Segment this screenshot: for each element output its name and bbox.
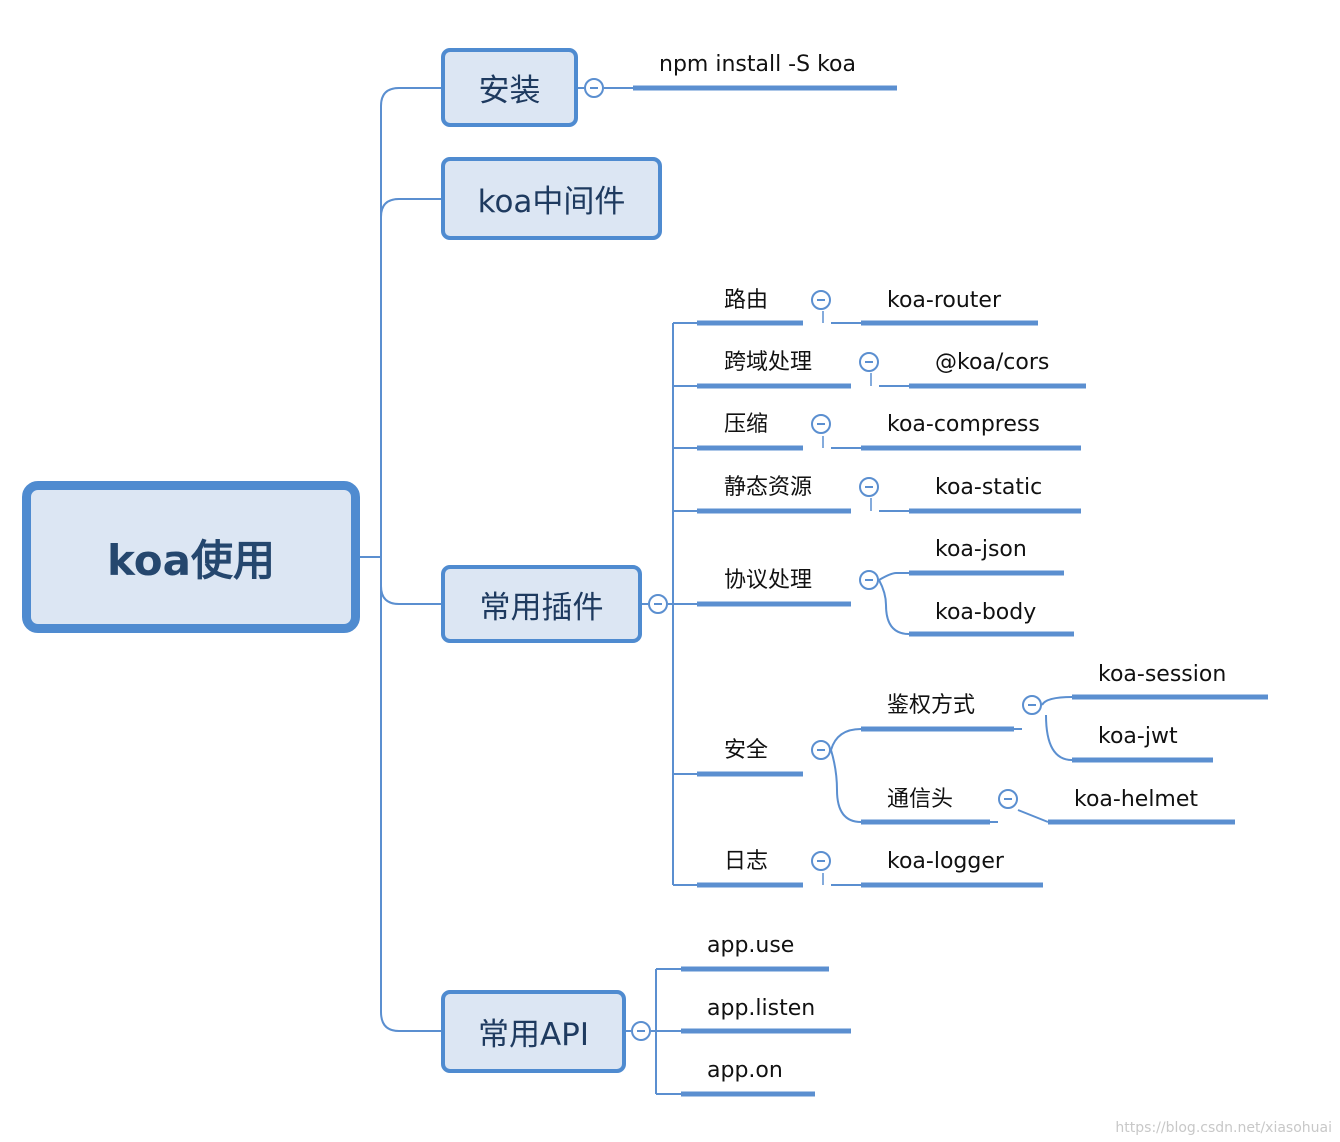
collapse-icon-auth[interactable] (1022, 695, 1042, 715)
topic-protocol: 协议处理 (724, 568, 813, 593)
connector (380, 87, 441, 107)
pkg-koa-body: koa-body (935, 600, 1037, 625)
node-install-label: 安装 (478, 73, 541, 109)
topic-static: 静态资源 (724, 475, 813, 500)
node-middleware[interactable]: koa中间件 (441, 157, 662, 240)
topic-routing: 路由 (724, 288, 769, 313)
api-app-on: app.on (707, 1058, 783, 1083)
collapse-icon-security[interactable] (811, 740, 831, 760)
node-api-label: 常用API (477, 1017, 590, 1053)
install-command: npm install -S koa (659, 52, 856, 77)
connector (380, 198, 441, 218)
node-plugins-label: 常用插件 (479, 589, 604, 626)
connector (878, 572, 909, 581)
collapse-icon-headers[interactable] (998, 789, 1018, 809)
collapse-icon-plugins[interactable] (648, 594, 668, 614)
connector (380, 1011, 441, 1032)
collapse-icon-routing[interactable] (811, 290, 831, 310)
pkg-koa-session: koa-session (1098, 662, 1227, 687)
pkg-koa-cors: @koa/cors (935, 350, 1050, 375)
connector (1045, 714, 1073, 761)
node-install[interactable]: 安装 (441, 48, 578, 127)
collapse-icon-logging[interactable] (811, 851, 831, 871)
topic-compress: 压缩 (724, 412, 769, 437)
pkg-koa-static: koa-static (935, 475, 1043, 500)
pkg-koa-logger: koa-logger (887, 849, 1004, 874)
collapse-icon-compress[interactable] (811, 414, 831, 434)
topic-auth: 鉴权方式 (887, 693, 976, 718)
connector (1017, 809, 1049, 823)
pkg-koa-router: koa-router (887, 288, 1002, 313)
pkg-koa-json: koa-json (935, 537, 1027, 562)
node-plugins[interactable]: 常用插件 (441, 565, 642, 643)
root-node[interactable]: koa使用 (22, 481, 360, 633)
collapse-icon-protocol[interactable] (859, 570, 879, 590)
connector (380, 585, 441, 605)
collapse-icon-api[interactable] (631, 1021, 651, 1041)
topic-logging: 日志 (724, 849, 769, 874)
pkg-koa-compress: koa-compress (887, 412, 1040, 437)
connector (878, 579, 910, 635)
pkg-koa-jwt: koa-jwt (1098, 724, 1178, 749)
collapse-icon-static[interactable] (859, 477, 879, 497)
node-middleware-label: koa中间件 (477, 184, 626, 220)
topic-cors: 跨域处理 (724, 350, 813, 375)
topic-headers: 通信头 (887, 787, 954, 812)
pkg-koa-helmet: koa-helmet (1074, 787, 1199, 812)
connector (830, 749, 862, 823)
node-api[interactable]: 常用API (441, 990, 626, 1073)
api-app-listen: app.listen (707, 996, 816, 1021)
root-label: koa使用 (106, 535, 275, 585)
watermark: https://blog.csdn.net/xiasohuai (1115, 1120, 1332, 1136)
connector (830, 728, 862, 751)
api-app-use: app.use (707, 933, 795, 958)
topic-security: 安全 (724, 738, 769, 763)
collapse-icon-install[interactable] (584, 78, 604, 98)
collapse-icon-cors[interactable] (859, 352, 879, 372)
connector (1041, 696, 1073, 706)
